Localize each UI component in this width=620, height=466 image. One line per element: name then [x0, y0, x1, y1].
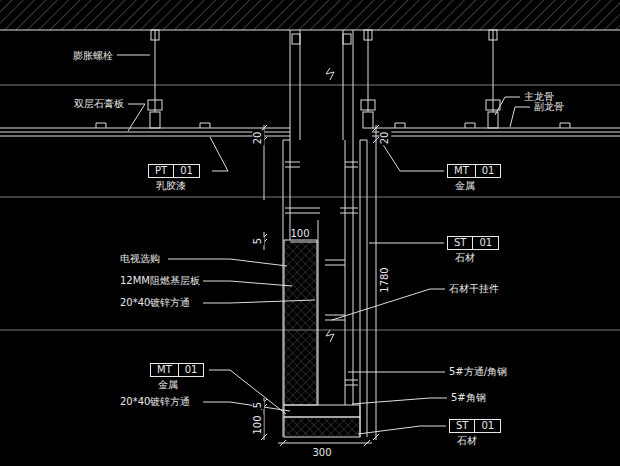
material-name: 金属	[447, 178, 501, 192]
stone-base	[284, 417, 360, 437]
dimension-text: 20	[379, 131, 391, 146]
tag-box: ST01	[447, 236, 499, 250]
dimension-text: 300	[312, 447, 331, 459]
part-label: 副龙骨	[534, 101, 564, 113]
dimension-lines	[261, 125, 379, 446]
sub-keel-clips	[96, 123, 570, 128]
material-number: 01	[173, 165, 199, 177]
material-number: 01	[178, 364, 204, 376]
part-label: 20*40镀锌方通	[120, 396, 190, 408]
part-label: 5#角钢	[451, 392, 486, 404]
dimension-text: 100	[252, 414, 264, 435]
dimension-text: 100	[290, 228, 309, 240]
part-label: 12MM阻燃基层板	[120, 275, 200, 287]
material-tag: ST01石材	[447, 236, 499, 264]
dimension-text: 5	[252, 401, 264, 409]
material-code: MT	[151, 364, 178, 376]
material-name: 乳胶漆	[148, 178, 200, 192]
part-label: 20*40镀锌方通	[120, 297, 190, 309]
tag-box: PT01	[148, 164, 200, 178]
tv-set	[284, 240, 317, 405]
hanger-rods	[148, 30, 500, 112]
material-code: ST	[448, 237, 472, 249]
leader-lines	[117, 55, 530, 434]
material-name: 石材	[449, 433, 501, 447]
main-keel	[150, 112, 498, 128]
material-code: ST	[450, 420, 474, 432]
tag-box: ST01	[449, 419, 501, 433]
part-label: 5#方通/角钢	[449, 366, 507, 378]
material-code: PT	[149, 165, 173, 177]
material-code: MT	[448, 165, 475, 177]
dimension-text: 20	[252, 131, 264, 146]
material-name: 石材	[447, 250, 499, 264]
part-label: 电视选购	[120, 253, 160, 265]
part-label: 石材干挂件	[449, 283, 499, 295]
part-label: 双层石膏板	[74, 98, 124, 110]
material-tag: MT01金属	[447, 164, 501, 192]
base-tube	[284, 405, 360, 417]
tag-box: MT01	[447, 164, 501, 178]
material-number: 01	[475, 165, 501, 177]
dimension-text: 1780	[379, 266, 391, 293]
material-tag: PT01乳胶漆	[148, 164, 200, 192]
material-number: 01	[474, 420, 500, 432]
wall-section	[283, 140, 367, 437]
material-tag: MT01金属	[150, 363, 204, 391]
part-label: 膨胀螺栓	[73, 50, 113, 62]
concrete-slab	[0, 0, 620, 30]
material-name: 金属	[150, 377, 204, 391]
tag-box: MT01	[150, 363, 204, 377]
gypsum-board	[0, 128, 620, 136]
slab-edge	[0, 30, 620, 31]
material-number: 01	[472, 237, 498, 249]
dimension-text: 5	[252, 237, 264, 245]
material-tag: ST01石材	[449, 419, 501, 447]
